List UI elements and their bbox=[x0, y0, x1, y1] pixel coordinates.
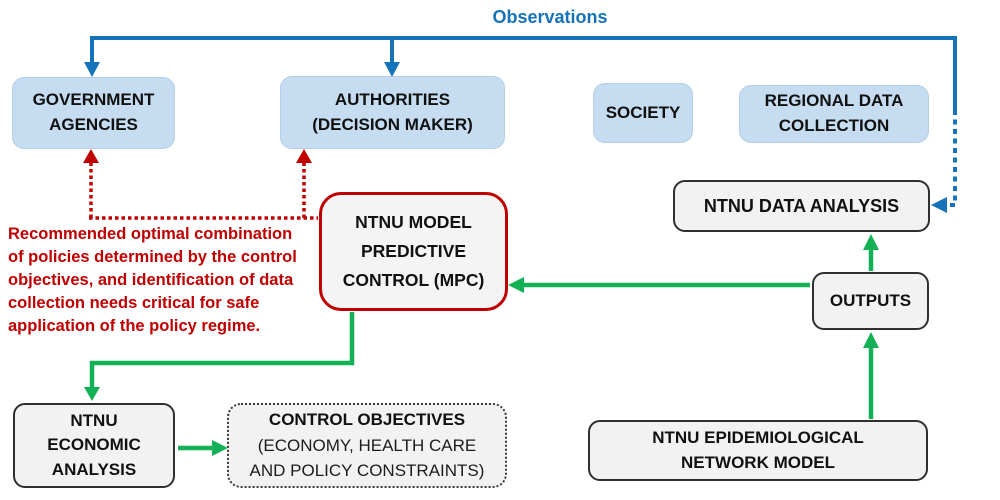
control-objectives-title: CONTROL OBJECTIVES bbox=[268, 410, 466, 430]
ntnu-data-analysis-box: NTNU DATA ANALYSIS bbox=[673, 180, 930, 232]
control-objectives-box: CONTROL OBJECTIVES (ECONOMY, HEALTH CARE… bbox=[227, 403, 507, 488]
outputs-box: OUTPUTS bbox=[812, 272, 929, 330]
observations-label: Observations bbox=[492, 7, 608, 27]
authorities-box: AUTHORITIES (DECISION MAKER) bbox=[280, 76, 505, 149]
ntnu-economic-analysis-box: NTNU ECONOMIC ANALYSIS bbox=[13, 403, 175, 488]
society-box: SOCIETY bbox=[593, 83, 693, 143]
government-agencies-box: GOVERNMENT AGENCIES bbox=[12, 77, 175, 149]
policy-recommendation-arrow-group bbox=[83, 149, 318, 220]
recommendation-annotation: Recommended optimal combination of polic… bbox=[8, 225, 297, 335]
ntnu-mpc-box: NTNU MODEL PREDICTIVE CONTROL (MPC) bbox=[319, 192, 508, 311]
ntnu-epidemiological-box: NTNU EPIDEMIOLOGICAL NETWORK MODEL bbox=[588, 420, 928, 481]
regional-data-collection-box: REGIONAL DATA COLLECTION bbox=[739, 85, 929, 143]
control-objectives-subtitle: (ECONOMY, HEALTH CARE AND POLICY CONSTRA… bbox=[249, 435, 485, 481]
